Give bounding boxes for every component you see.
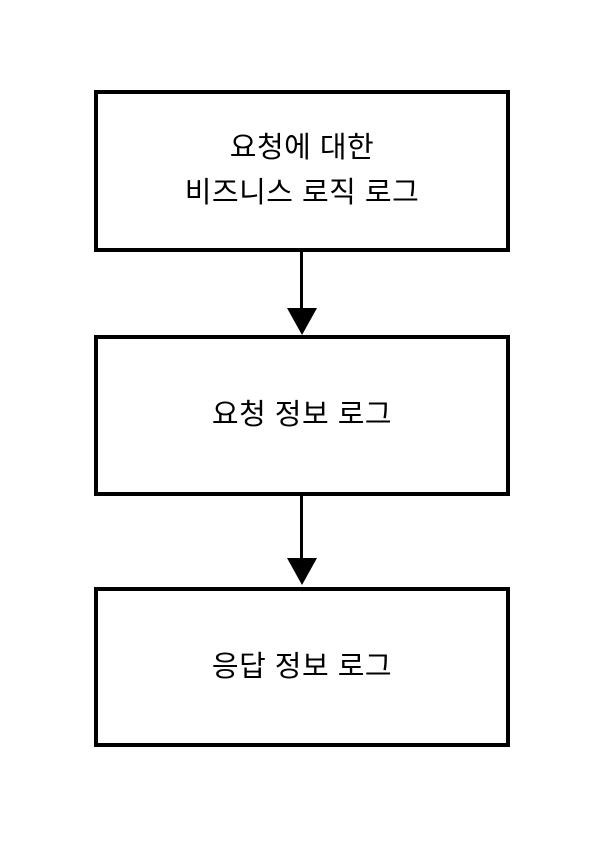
arrow-head-icon xyxy=(287,308,317,335)
flow-node-response-info-log: 응답 정보 로그 xyxy=(94,587,510,747)
arrow-line-node1-to-node2 xyxy=(300,252,303,310)
arrow-head-icon xyxy=(287,558,317,585)
arrow-line-node2-to-node3 xyxy=(300,496,303,560)
flow-node-request-info-log: 요청 정보 로그 xyxy=(94,335,510,496)
flow-node-business-logic-log: 요청에 대한 비즈니스 로직 로그 xyxy=(94,90,510,252)
